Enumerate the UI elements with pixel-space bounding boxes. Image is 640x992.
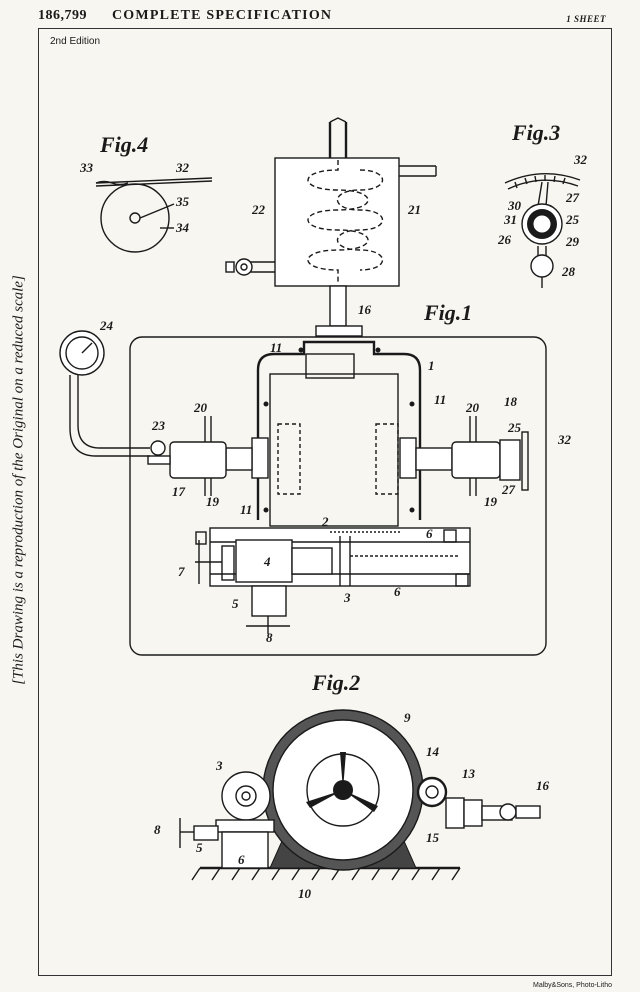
fig4-label-32: 32 bbox=[175, 160, 190, 175]
fig1-label-7: 7 bbox=[178, 564, 185, 579]
fig1-label-23: 23 bbox=[151, 418, 166, 433]
fig1-drawing bbox=[60, 331, 546, 655]
fig1-label-25: 25 bbox=[507, 420, 522, 435]
cooling-vessel bbox=[226, 118, 436, 336]
fig1-label-8: 8 bbox=[266, 630, 273, 645]
fig3-label-25: 25 bbox=[565, 212, 580, 227]
fig1-label-24: 24 bbox=[99, 318, 114, 333]
fig4-label-34: 34 bbox=[175, 220, 190, 235]
fig4-title: Fig.4 bbox=[99, 132, 148, 157]
fig1-label-6a: 6 bbox=[426, 526, 433, 541]
fig2-label-13: 13 bbox=[462, 766, 476, 781]
fig2-label-9: 9 bbox=[404, 710, 411, 725]
fig1-label-5: 5 bbox=[232, 596, 239, 611]
fig1-label-19b: 19 bbox=[484, 494, 498, 509]
fig1-label-6b: 6 bbox=[394, 584, 401, 599]
vessel-label-21: 21 bbox=[407, 202, 421, 217]
fig3-label-29: 29 bbox=[565, 234, 580, 249]
fig1-label-32: 32 bbox=[557, 432, 572, 447]
fig1-label-17: 17 bbox=[172, 484, 186, 499]
fig1-label-20: 20 bbox=[193, 400, 208, 415]
fig2-label-6: 6 bbox=[238, 852, 245, 867]
fig1-label-18: 18 bbox=[504, 394, 518, 409]
fig1-label-27: 27 bbox=[501, 482, 516, 497]
fig1-label-11a: 11 bbox=[270, 340, 282, 355]
fig4-label-33: 33 bbox=[79, 160, 94, 175]
fig1-title: Fig.1 bbox=[423, 300, 472, 325]
fig1-label-20b: 20 bbox=[465, 400, 480, 415]
fig2-label-14: 14 bbox=[426, 744, 440, 759]
fig1-label-11c: 11 bbox=[240, 502, 252, 517]
fig2-label-3: 3 bbox=[215, 758, 223, 773]
vessel-label-16: 16 bbox=[358, 302, 372, 317]
fig1-label-4: 4 bbox=[263, 554, 271, 569]
vessel-label-22: 22 bbox=[251, 202, 266, 217]
fig2-title: Fig.2 bbox=[311, 670, 360, 695]
fig4-drawing bbox=[96, 178, 212, 252]
fig2-label-15: 15 bbox=[426, 830, 440, 845]
fig3-label-27: 27 bbox=[565, 190, 580, 205]
fig3-label-32: 32 bbox=[573, 152, 588, 167]
fig1-label-1: 1 bbox=[428, 358, 435, 373]
fig2-label-5: 5 bbox=[196, 840, 203, 855]
fig3-label-30: 30 bbox=[507, 198, 522, 213]
fig1-label-3: 3 bbox=[343, 590, 351, 605]
fig3-label-28: 28 bbox=[561, 264, 576, 279]
fig2-label-10: 10 bbox=[298, 886, 312, 901]
fig1-label-11b: 11 bbox=[434, 392, 446, 407]
fig3-label-26: 26 bbox=[497, 232, 512, 247]
fig3-title: Fig.3 bbox=[511, 120, 560, 145]
fig4-label-35: 35 bbox=[175, 194, 190, 209]
fig2-drawing bbox=[180, 710, 540, 880]
fig2-label-16: 16 bbox=[536, 778, 550, 793]
fig1-label-2: 2 bbox=[321, 514, 329, 529]
fig1-label-19: 19 bbox=[206, 494, 220, 509]
fig3-label-31: 31 bbox=[503, 212, 517, 227]
fig2-label-8: 8 bbox=[154, 822, 161, 837]
